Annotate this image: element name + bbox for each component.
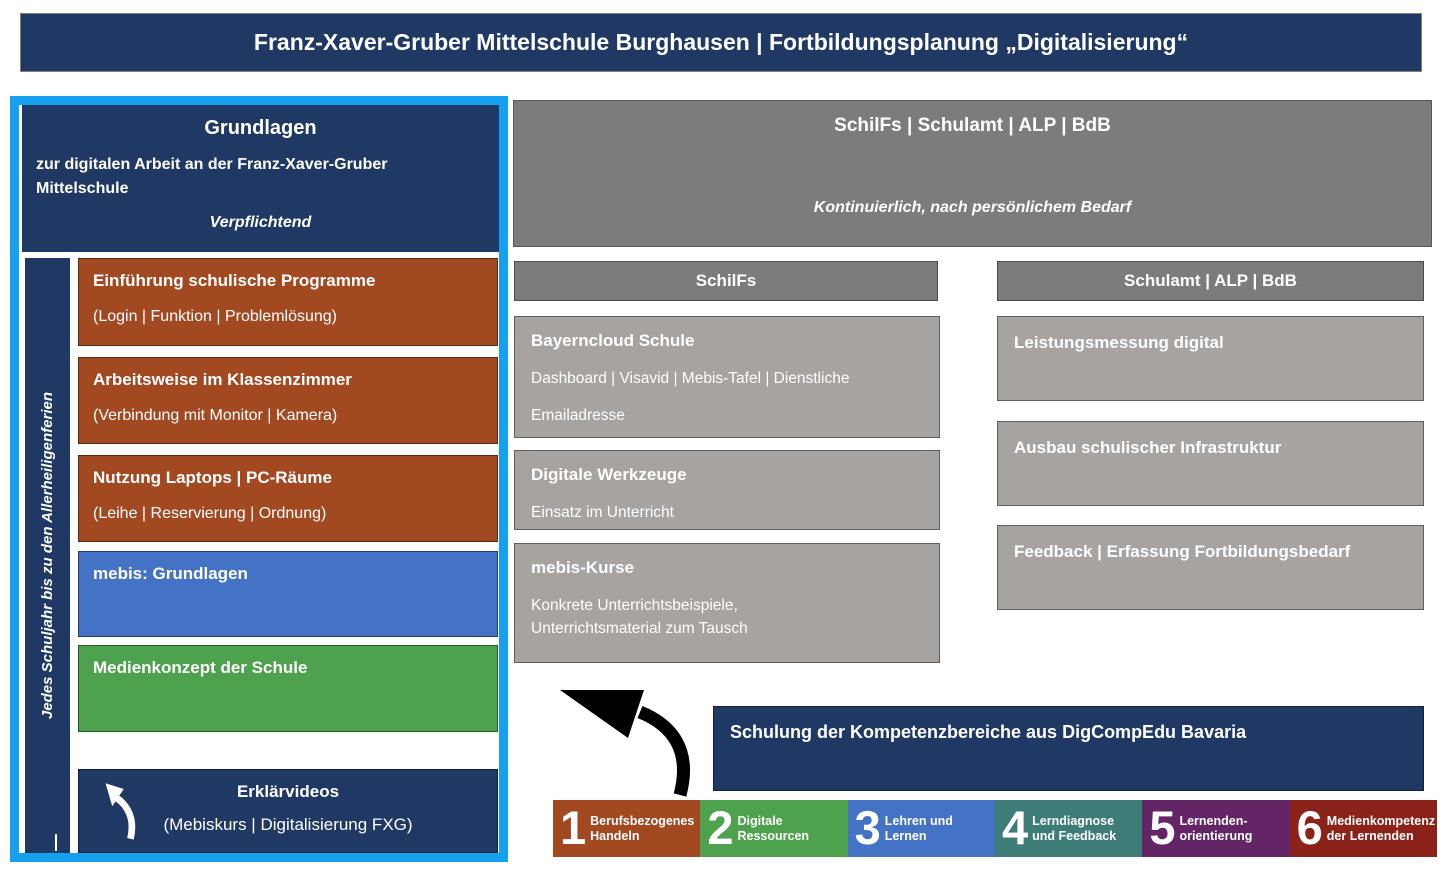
erklaervideos-box: Erklärvideos (Mebiskurs | Digitalisierun… [78, 769, 498, 853]
box-medienkonzept: Medienkonzept der Schule [78, 645, 498, 732]
schoolyear-sidebar: Jedes Schuljahr bis zu den Allerheiligen… [25, 258, 70, 853]
competence-label: Lernenden- orientierung [1179, 813, 1253, 843]
competence-label: Berufsbezogenes Handeln [590, 813, 695, 843]
column-header-label: SchilFs [695, 271, 757, 290]
grundlagen-subtitle: zur digitalen Arbeit an der Franz-Xaver-… [36, 156, 388, 197]
competence-item-6: 6 Medienkompetenz der Lernenden [1289, 800, 1437, 857]
box-title: Leistungsmessung digital [1014, 333, 1224, 352]
box-nutzung-laptops: Nutzung Laptops | PC-Räume (Leihe | Rese… [78, 455, 498, 542]
grundlagen-header: Grundlagen zur digitalen Arbeit an der F… [22, 105, 499, 252]
erklaervideos-title: Erklärvideos [236, 782, 340, 801]
page-title-bar: Franz-Xaver-Gruber Mittelschule Burghaus… [20, 13, 1422, 72]
box-mebis-kurse: mebis-Kurse Konkrete Unterrichtsbeispiel… [514, 543, 940, 663]
box-line: Emailadresse [531, 407, 625, 424]
competence-strip: 1 Berufsbezogenes Handeln 2 Digitale Res… [553, 800, 1437, 857]
curved-up-arrow-icon [105, 783, 136, 840]
competence-label: Lerndiagnose und Feedback [1032, 813, 1117, 843]
competence-label: Medienkompetenz der Lernenden [1326, 813, 1436, 843]
competence-number: 6 [1296, 801, 1323, 855]
schoolyear-label: Jedes Schuljahr bis zu den Allerheiligen… [39, 391, 56, 720]
box-arbeitsweise-klassenzimmer: Arbeitsweise im Klassenzimmer (Verbindun… [78, 357, 498, 444]
box-title: Digitale Werkzeuge [531, 465, 687, 484]
verpflichtend-note: Verpflichtend [209, 214, 312, 231]
competence-item-4: 4 Lerndiagnose und Feedback [994, 800, 1143, 857]
box-title: Einführung schulische Programme [93, 271, 376, 290]
competence-label: Lehren und Lernen [884, 813, 953, 843]
grundlagen-panel: Grundlagen zur digitalen Arbeit an der F… [10, 96, 508, 862]
competence-item-1: 1 Berufsbezogenes Handeln [553, 800, 701, 857]
box-subtitle: (Leihe | Reservierung | Ordnung) [93, 505, 327, 522]
column-header-schilfs: SchilFs [514, 261, 938, 301]
digcompedu-banner: Schulung der Kompetenzbereiche aus DigCo… [713, 706, 1424, 791]
continuous-training-note: Kontinuierlich, nach persönlichem Bedarf [813, 199, 1132, 216]
competence-number: 4 [1001, 801, 1028, 855]
grundlagen-title: Grundlagen [204, 117, 317, 139]
box-ausbau-infrastruktur: Ausbau schulischer Infrastruktur [997, 421, 1424, 506]
box-title: Arbeitsweise im Klassenzimmer [93, 370, 352, 389]
box-subtitle: (Login | Funktion | Problemlösung) [93, 308, 337, 325]
black-curved-arrow-icon [560, 690, 690, 797]
competence-label: Digitale Ressourcen [737, 813, 810, 843]
box-title: Bayerncloud Schule [531, 331, 695, 350]
continuous-training-box: SchilFs | Schulamt | ALP | BdB Kontinuie… [513, 100, 1432, 247]
column-header-schulamt: Schulamt | ALP | BdB [997, 261, 1424, 301]
competence-number: 5 [1149, 801, 1175, 855]
box-bayerncloud: Bayerncloud Schule Dashboard | Visavid |… [514, 316, 940, 438]
box-title: Ausbau schulischer Infrastruktur [1014, 438, 1282, 457]
erklaervideos-subtitle: (Mebiskurs | Digitalisierung FXG) [163, 815, 413, 834]
sidebar-tick [55, 834, 57, 851]
box-line: Konkrete Unterrichtsbeispiele, [531, 597, 738, 614]
box-line: Dashboard | Visavid | Mebis-Tafel | Dien… [531, 370, 850, 387]
competence-number: 3 [854, 801, 881, 855]
box-leistungsmessung: Leistungsmessung digital [997, 316, 1424, 401]
box-title: mebis-Kurse [531, 558, 634, 577]
box-title: Feedback | Erfassung Fortbildungsbedarf [1014, 542, 1351, 561]
box-title: Nutzung Laptops | PC-Räume [93, 468, 332, 487]
digcompedu-banner-title: Schulung der Kompetenzbereiche aus DigCo… [730, 722, 1247, 742]
box-einfuehrung-programme: Einführung schulische Programme (Login |… [78, 258, 498, 346]
box-digitale-werkzeuge: Digitale Werkzeuge Einsatz im Unterricht [514, 450, 940, 530]
box-mebis-grundlagen: mebis: Grundlagen [78, 551, 498, 637]
column-header-label: Schulamt | ALP | BdB [1124, 271, 1297, 290]
competence-number: 2 [707, 801, 733, 855]
continuous-training-title: SchilFs | Schulamt | ALP | BdB [834, 115, 1111, 136]
box-line: Einsatz im Unterricht [531, 504, 674, 521]
competence-number: 1 [560, 801, 586, 855]
page-title: Franz-Xaver-Gruber Mittelschule Burghaus… [253, 29, 1189, 55]
box-title: mebis: Grundlagen [93, 564, 248, 583]
competence-item-3: 3 Lehren und Lernen [847, 800, 995, 857]
competence-item-5: 5 Lernenden- orientierung [1142, 800, 1290, 857]
box-subtitle: (Verbindung mit Monitor | Kamera) [93, 407, 338, 424]
competence-item-2: 2 Digitale Ressourcen [700, 800, 848, 857]
box-line: Unterrichtsmaterial zum Tausch [531, 620, 748, 637]
box-feedback-fortbildungsbedarf: Feedback | Erfassung Fortbildungsbedarf [997, 525, 1424, 610]
box-title: Medienkonzept der Schule [93, 658, 308, 677]
